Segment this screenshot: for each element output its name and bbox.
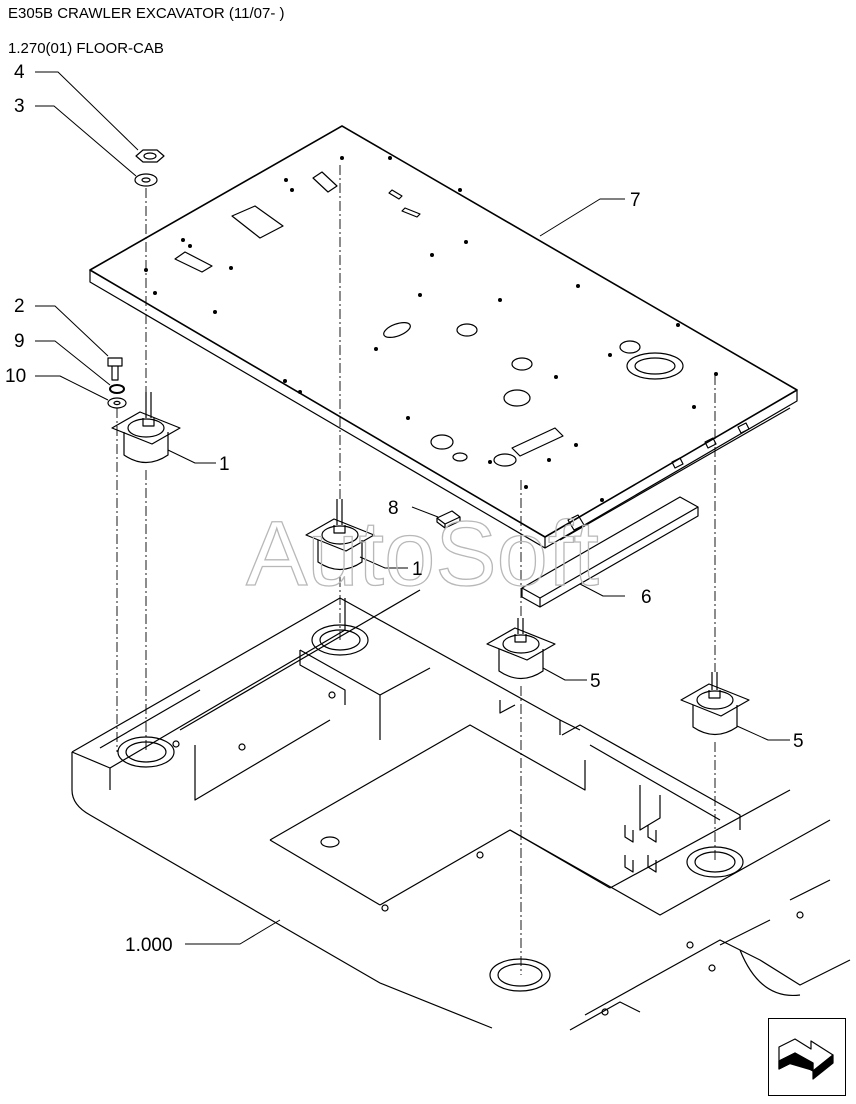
callout-4: 4 [14,62,25,83]
washer-part-3 [134,173,158,187]
pad-part-8 [436,510,461,529]
next-arrow-icon [778,1038,834,1080]
callout-8: 8 [388,498,399,519]
next-page-button[interactable] [768,1018,846,1096]
bolt-part-2 [107,357,123,381]
nut-part-4 [135,149,165,163]
callout-1000: 1.000 [125,935,173,956]
cab-mount-part-1b [305,499,375,571]
callout-9: 9 [14,331,25,352]
callout-5-center: 5 [590,671,601,692]
callout-1-center: 1 [412,559,423,580]
callout-10: 10 [5,366,26,387]
callout-3: 3 [14,96,25,117]
alignment-axes [116,165,716,975]
callout-7: 7 [630,190,641,211]
leader-lines [35,71,790,945]
callout-labels: 4 3 2 9 10 1 7 8 1 6 5 5 1.000 [5,62,804,956]
floor-plate-part [89,125,798,549]
callout-5-right: 5 [793,731,804,752]
callout-6: 6 [641,587,652,608]
cab-mount-part-1a [111,392,181,464]
plate-holes [144,156,718,502]
section-title: 1.270(01) FLOOR-CAB [8,40,164,57]
page-title: E305B CRAWLER EXCAVATOR (11/07- ) [8,5,285,22]
cab-mount-part-5b [680,672,750,736]
lock-washer-part-9 [109,384,125,394]
strip-part-6 [521,496,699,608]
washer-part-10 [107,397,127,409]
callout-2: 2 [14,296,25,317]
cab-frame-part [71,589,851,1031]
watermark: AutoSoft [246,503,599,605]
cab-mount-part-5a [486,618,556,680]
callout-1-left: 1 [219,454,230,475]
